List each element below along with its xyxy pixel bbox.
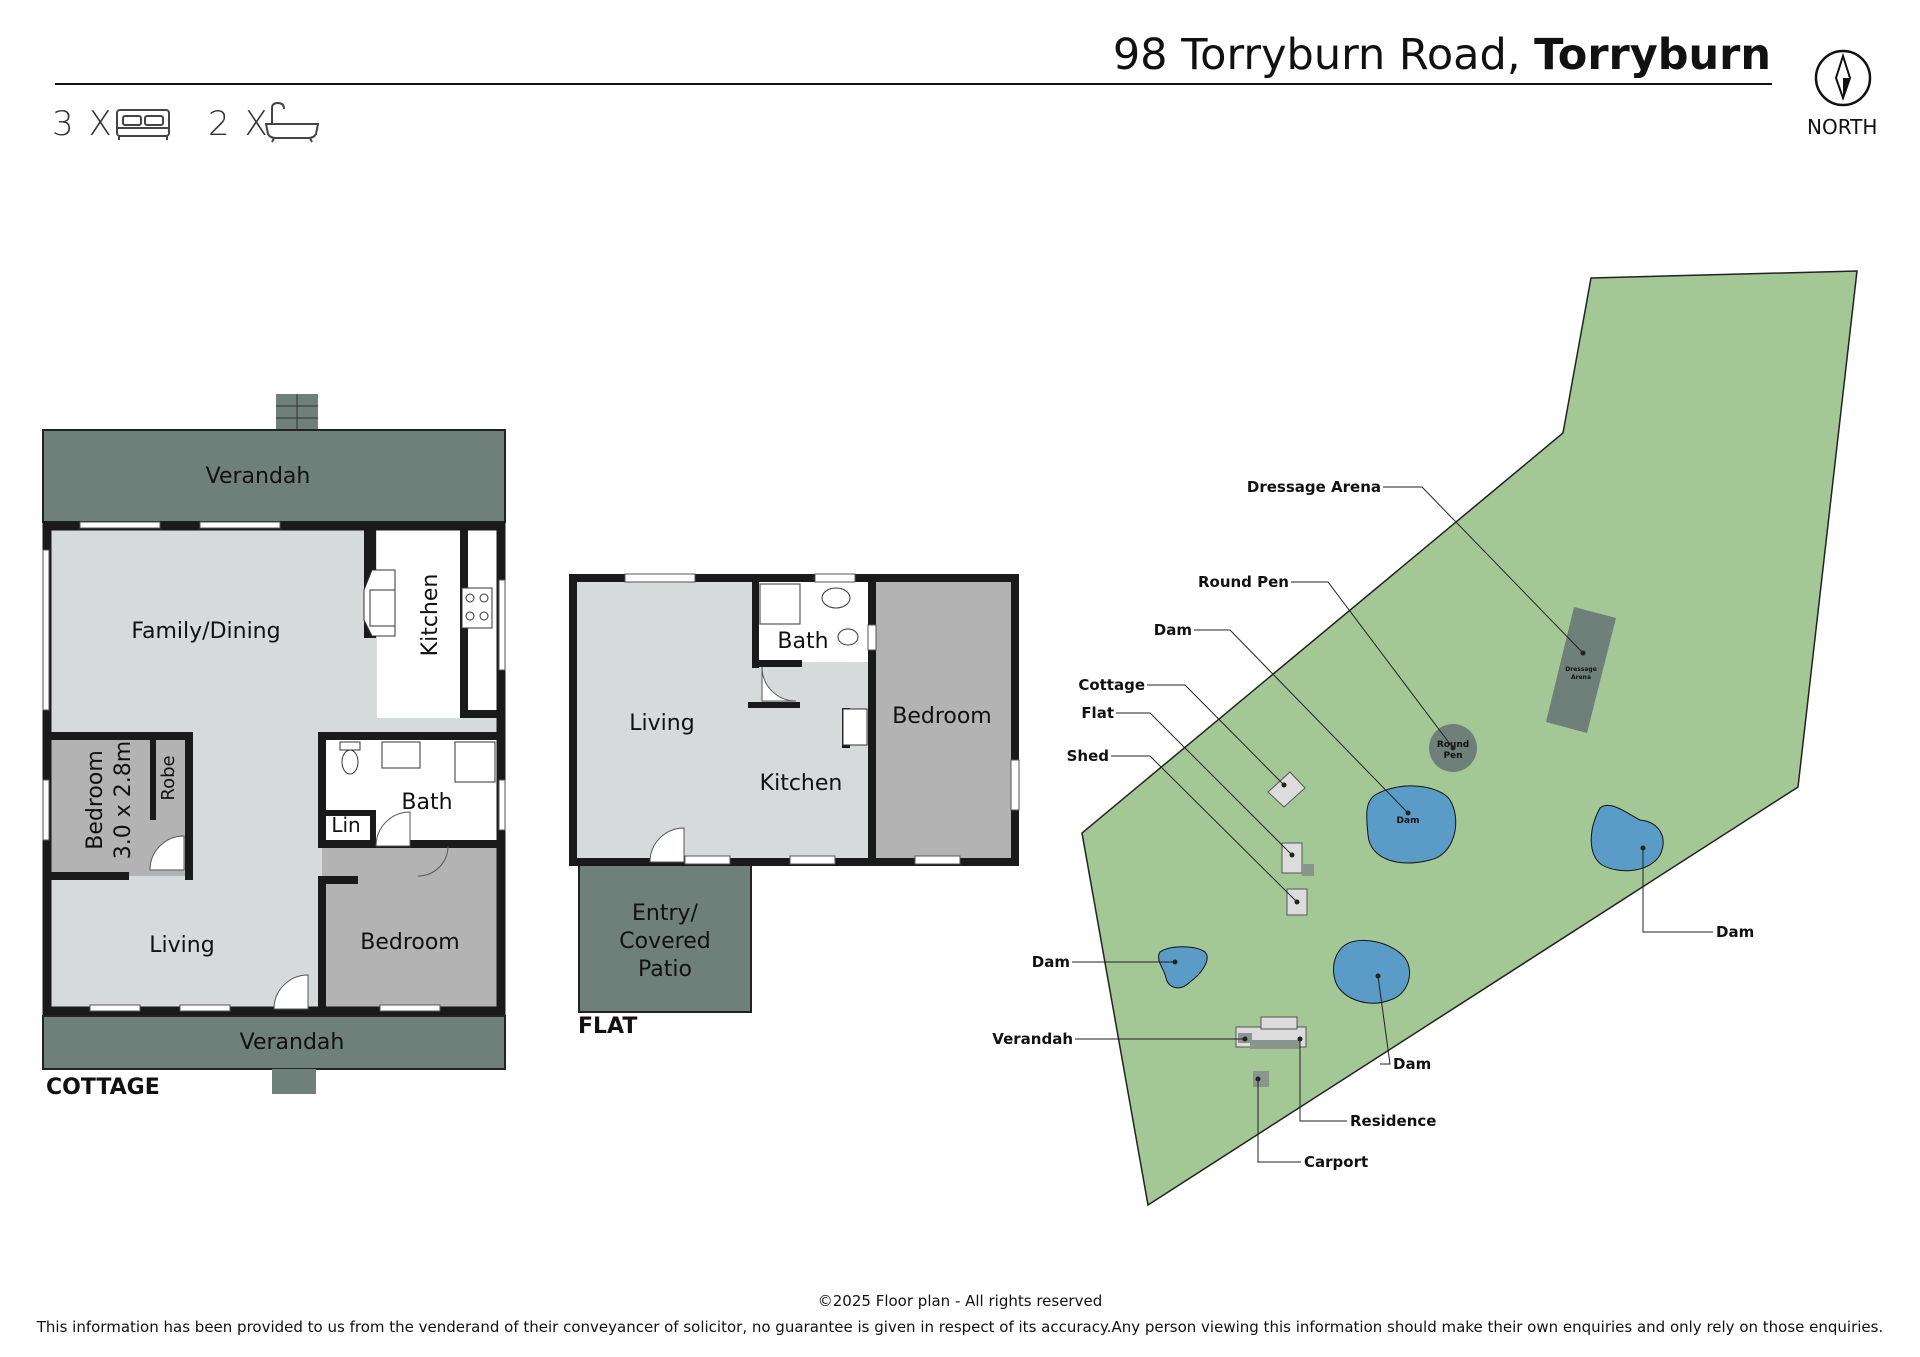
round-pen-inner-line1: Round	[1437, 740, 1469, 750]
flat-room-living: Living	[629, 711, 694, 736]
cottage-footprint	[1267, 771, 1306, 808]
label-dam-east: Dam	[1716, 923, 1754, 941]
dam-inner-label: Dam	[1397, 816, 1420, 826]
disclaimer-text: This information has been provided to us…	[36, 1318, 1884, 1336]
suburb-name: Torryburn	[1534, 30, 1771, 80]
label-round-pen: Round Pen	[1198, 573, 1289, 591]
label-flat: Flat	[1081, 704, 1114, 722]
dam-east	[1590, 804, 1664, 872]
label-shed: Shed	[1067, 747, 1109, 765]
room-bath: Bath	[401, 790, 452, 815]
street-address: 98 Torryburn Road,	[1112, 30, 1521, 80]
flat-entry-line3: Patio	[638, 957, 692, 982]
flat-bedroom	[876, 580, 1015, 860]
cottage-verandah-top	[42, 429, 506, 523]
cottage-label: COTTAGE	[46, 1075, 160, 1100]
room-bedroom-left: Bedroom	[83, 750, 108, 850]
flat-room-kitchen: Kitchen	[760, 771, 843, 796]
flat-patio-footprint	[1302, 864, 1314, 876]
header-divider	[55, 83, 1772, 85]
flat-entry-line2: Covered	[619, 929, 710, 954]
label-cottage: Cottage	[1078, 676, 1145, 694]
room-bedroom-right: Bedroom	[360, 930, 460, 955]
label-carport: Carport	[1304, 1153, 1368, 1171]
bathroom-count: 2 X	[208, 104, 270, 144]
room-robe: Robe	[158, 755, 179, 800]
bed-icon	[116, 109, 170, 140]
room-bedroom-left-size: 3.0 x 2.8m	[111, 741, 136, 859]
dam-west	[1158, 946, 1208, 989]
flat-room-bedroom: Bedroom	[892, 704, 992, 729]
flat-room-bath: Bath	[777, 629, 828, 654]
label-dam-west: Dam	[1032, 953, 1070, 971]
copyright-notice: ©2025 Floor plan - All rights reserved	[817, 1292, 1103, 1310]
flat-plan: Living Bath Kitchen Bedroom Entry/ Cover…	[569, 573, 1020, 1039]
room-living: Living	[149, 933, 214, 958]
carport-footprint	[1253, 1071, 1269, 1087]
label-dam-south: Dam	[1393, 1055, 1431, 1073]
label-dam-north: Dam	[1154, 621, 1192, 639]
site-plan: Dressage Arena Round Pen Dam	[992, 270, 1858, 1207]
room-kitchen: Kitchen	[418, 574, 443, 657]
cottage-bottom-steps	[272, 1069, 316, 1094]
bathtub-icon	[264, 101, 320, 143]
room-verandah-bottom: Verandah	[240, 1030, 345, 1055]
label-verandah: Verandah	[992, 1030, 1073, 1048]
bedroom-count: 3 X	[52, 104, 114, 144]
dressage-inner-line2: Arena	[1571, 674, 1591, 681]
room-family-dining: Family/Dining	[131, 619, 280, 644]
compass-icon	[1814, 49, 1872, 107]
cottage-bedroom-right	[322, 840, 499, 1009]
flat-label: FLAT	[578, 1014, 637, 1039]
cottage-verandah-bottom	[42, 1015, 506, 1070]
label-residence: Residence	[1350, 1112, 1436, 1130]
dam-south	[1333, 939, 1410, 1004]
room-lin: Lin	[331, 813, 360, 837]
property-address: 98 Torryburn Road, Torryburn	[1113, 30, 1771, 80]
cottage-plan: Verandah Family/Dining Kitchen Bedroom 3…	[42, 394, 506, 1100]
dressage-arena	[1546, 607, 1616, 733]
label-dressage-arena: Dressage Arena	[1247, 478, 1381, 496]
flat-entry-line1: Entry/	[632, 901, 699, 926]
dressage-inner-line1: Dressage	[1565, 666, 1597, 673]
flat-entry-patio	[578, 863, 752, 1013]
room-verandah-top: Verandah	[206, 464, 311, 489]
dam-large	[1366, 785, 1457, 864]
round-pen-inner-line2: Pen	[1443, 751, 1462, 761]
north-label: NORTH	[1807, 115, 1878, 139]
